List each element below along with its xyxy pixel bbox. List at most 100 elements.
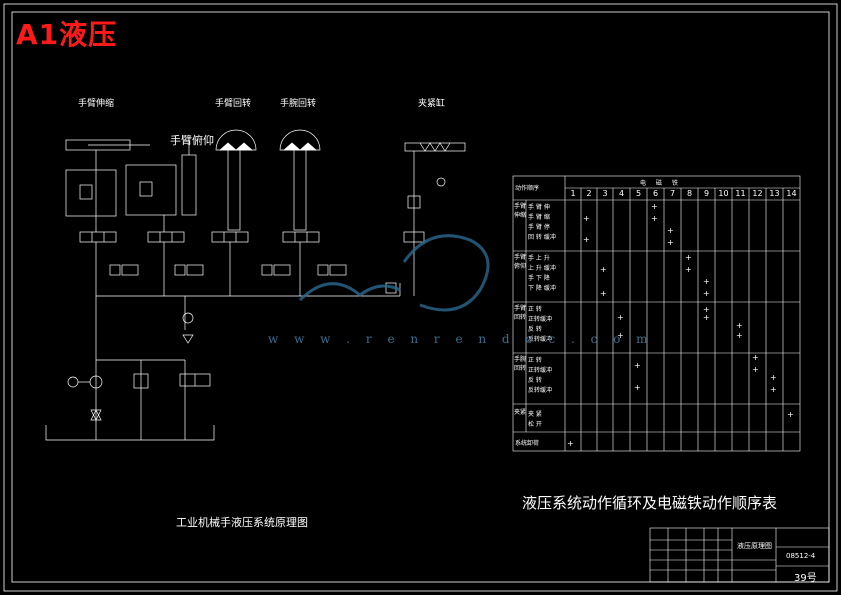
wrist-rotate-actuator: [279, 129, 321, 231]
col-7: 7: [669, 189, 676, 198]
inner-frame: [11, 11, 830, 583]
sublabel: 正转缓冲: [528, 367, 553, 374]
svg-text:+: +: [752, 353, 759, 362]
col-4: 4: [618, 189, 625, 198]
row-label-arm-extend: 手臂伸缩: [514, 203, 527, 219]
label-wrist-rotate: 手腕回转: [280, 99, 317, 109]
col-1: 1: [570, 189, 576, 198]
circuit-title: 工业机械手液压系统原理图: [176, 516, 308, 529]
col-9: 9: [703, 189, 710, 198]
title-block-drawing-no: 08512-4: [786, 552, 816, 560]
valve-row: [79, 231, 425, 294]
col-10: 10: [718, 189, 729, 198]
clamp-cylinder: [404, 142, 466, 232]
arm-extend-cylinder: [65, 139, 150, 232]
col-8: 8: [686, 189, 693, 198]
svg-text:+: +: [600, 289, 607, 298]
row-label-clamp: 夹紧: [514, 409, 527, 416]
sequence-table-caption: 液压系统动作循环及电磁铁动作顺序表: [522, 494, 778, 512]
svg-text:+: +: [617, 313, 624, 322]
col-5: 5: [635, 189, 642, 198]
title-block-name: 液压原理图: [737, 542, 772, 550]
col-13: 13: [769, 189, 780, 198]
svg-text:+: +: [651, 202, 658, 211]
svg-text:+: +: [752, 365, 759, 374]
col-14: 14: [786, 189, 797, 198]
svg-text:+: +: [703, 289, 710, 298]
svg-text:+: +: [770, 373, 777, 382]
sublabel: 手 臂 停: [528, 224, 550, 231]
svg-text:+: +: [787, 410, 794, 419]
title-block-sheet: 39号: [794, 573, 817, 584]
label-arm-extend: 手臂伸缩: [78, 99, 115, 109]
svg-text:+: +: [634, 383, 641, 392]
sublabel: 正 转: [528, 306, 542, 313]
sublabel: 反 转: [528, 377, 542, 384]
svg-text:+: +: [634, 361, 641, 370]
svg-text:+: +: [736, 331, 743, 340]
title-block-grid: [649, 527, 830, 583]
col-11: 11: [735, 189, 746, 198]
arm-lift-cylinder: [125, 140, 197, 232]
svg-text:+: +: [685, 265, 692, 274]
drawing-title: A1液压: [16, 18, 118, 51]
col-12: 12: [752, 189, 763, 198]
table-header-action: 动作顺序: [515, 185, 540, 192]
sublabel: 手 下 降: [528, 275, 550, 282]
sublabel: 手 上 升: [528, 255, 550, 262]
table-column-numbers: 1 2 3 4 5 6 7 8 9 10 11 12 13 14: [565, 189, 800, 200]
row-sublabels-wrist-rotate: 正 转 正转缓冲 反 转 反转缓冲: [528, 356, 552, 396]
svg-text:+: +: [736, 321, 743, 330]
hydraulic-circuit: [45, 129, 466, 441]
watermark-text: w w w . r e n r e n d o c . c o m: [268, 332, 654, 346]
svg-text:+: +: [651, 214, 658, 223]
row-label-arm-rotate: 手臂回转: [514, 305, 527, 321]
svg-text:+: +: [583, 235, 590, 244]
outer-frame: [3, 3, 838, 592]
tank: [45, 425, 215, 441]
row-label-arm-lift: 手臂俯仰: [514, 254, 527, 270]
svg-text:+: +: [703, 277, 710, 286]
col-6: 6: [652, 189, 659, 198]
sublabel: 松 开: [528, 421, 542, 428]
svg-text:+: +: [567, 439, 574, 448]
svg-text:+: +: [703, 313, 710, 322]
label-clamp-cylinder: 夹紧缸: [418, 99, 446, 109]
sublabel: 夹 紧: [528, 411, 542, 418]
svg-text:+: +: [583, 214, 590, 223]
col-2: 2: [586, 189, 592, 198]
sublabel: 手 臂 伸: [528, 204, 550, 211]
svg-text:+: +: [600, 265, 607, 274]
svg-text:+: +: [617, 331, 624, 340]
svg-text:+: +: [703, 305, 710, 314]
svg-text:+: +: [667, 238, 674, 247]
sublabel: 反转缓冲: [528, 336, 553, 343]
svg-text:+: +: [770, 385, 777, 394]
label-arm-rotate: 手臂回转: [215, 99, 252, 109]
svg-text:+: +: [685, 253, 692, 262]
row-sublabels-arm-lift: 手 上 升 上 升 缓冲 手 下 降 下 降 缓冲: [528, 254, 556, 294]
watermark-logo: [298, 234, 490, 312]
sublabel: 正 转: [528, 357, 542, 364]
col-3: 3: [602, 189, 608, 198]
sublabel: 回 转 缓冲: [528, 234, 556, 241]
row-sublabels-arm-rotate: 正 转 正转缓冲 反 转 反转缓冲: [528, 305, 552, 345]
sequence-table-grid: [512, 175, 801, 452]
sublabel: 反转缓冲: [528, 387, 553, 394]
sublabel: 正转缓冲: [528, 316, 553, 323]
row-label-wrist-rotate: 手腕回转: [514, 356, 527, 372]
svg-text:+: +: [667, 226, 674, 235]
row-sublabels-arm-extend: 手 臂 伸 手 臂 缩 手 臂 停 回 转 缓冲: [528, 203, 556, 243]
row-sublabels-clamp: 夹 紧 松 开: [528, 410, 542, 430]
sublabel: 反 转: [528, 326, 542, 333]
table-header-group: 电 磁 铁: [640, 180, 682, 187]
sublabel: 下 降 缓冲: [528, 285, 556, 292]
label-arm-lift: 手臂俯仰: [170, 134, 214, 147]
arm-rotate-actuator: [215, 129, 257, 231]
row-label-unload: 系统卸荷: [515, 440, 540, 447]
sequence-markers: ++ ++ ++ ++ ++ ++ ++ ++ ++ ++ ++ ++ + +: [567, 202, 794, 448]
sublabel: 手 臂 缩: [528, 214, 550, 221]
sublabel: 上 升 缓冲: [528, 265, 556, 272]
motor-symbol: [67, 376, 79, 388]
